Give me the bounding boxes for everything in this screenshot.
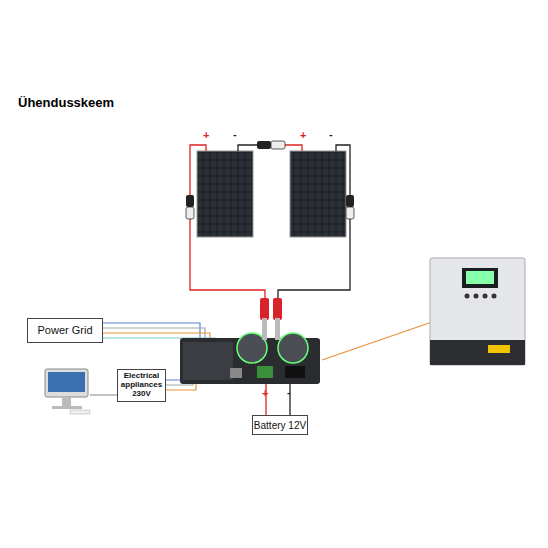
wire xyxy=(190,145,265,300)
box-text: Electrical appliances 230V xyxy=(118,372,165,398)
polarity-sign: + xyxy=(203,130,209,141)
diagram-title: Ühendusskeem xyxy=(18,95,114,110)
polarity-sign: - xyxy=(233,129,237,140)
leader-line xyxy=(322,322,432,360)
device-illustration xyxy=(430,258,525,365)
label-box: Battery 12V xyxy=(252,415,308,435)
solar-panel xyxy=(290,151,346,237)
polarity-sign: + xyxy=(262,388,268,399)
solar-panel xyxy=(197,151,253,237)
label-box: Power Grid xyxy=(27,318,103,343)
wire xyxy=(285,145,302,151)
box-text: Power Grid xyxy=(37,324,92,336)
computer-illustration xyxy=(45,369,90,414)
wire xyxy=(238,145,258,151)
wire xyxy=(278,145,350,300)
polarity-sign: - xyxy=(287,387,291,398)
label-box: Electrical appliances 230V xyxy=(117,369,166,402)
polarity-sign: + xyxy=(300,130,306,141)
polarity-sign: - xyxy=(329,129,333,140)
inverter-illustration xyxy=(180,298,320,384)
mc4-connector xyxy=(186,141,354,219)
box-text: Battery 12V xyxy=(254,420,306,431)
